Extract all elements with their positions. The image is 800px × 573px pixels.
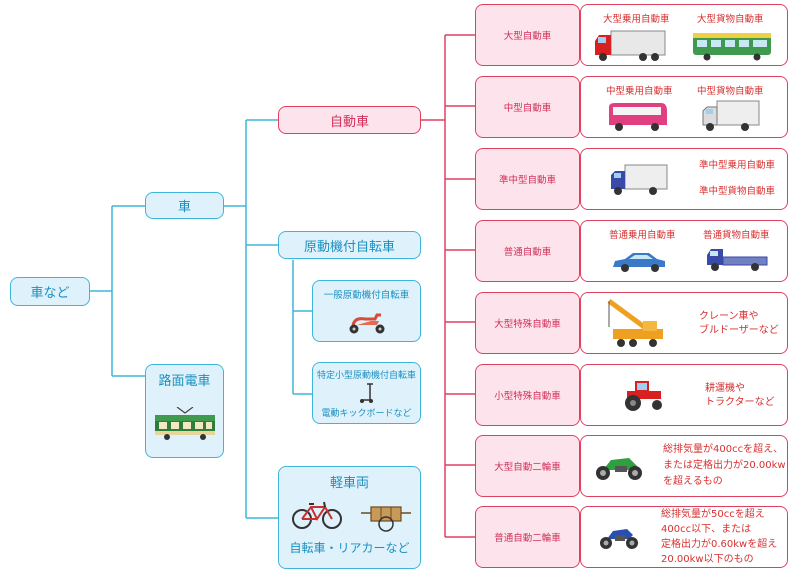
light-vehicle-caption: 自転車・リアカーなど: [289, 541, 410, 555]
detail-standard-vehicle: 普通乗用自動車 普通貨物自動車: [580, 220, 788, 282]
bicycle-icon: [292, 501, 342, 529]
moped-label: 原動機付自転車: [303, 239, 395, 255]
detail-large-motorcycle: 総排気量が400ccを超え、 または定格出力が20.00kw を超えるもの: [580, 435, 788, 497]
detail-text: ブルドーザーなど: [699, 325, 779, 336]
moped-specific-caption: 電動キックボードなど: [321, 409, 412, 419]
box-truck-icon: [611, 164, 668, 195]
tram-label: 路面電車: [158, 374, 211, 389]
sedan-icon: [613, 253, 665, 272]
category-large-special-vehicle: 大型特殊自動車: [475, 292, 580, 354]
detail-text: トラクターなど: [705, 397, 775, 408]
category-label: 大型自動二輪車: [494, 462, 561, 473]
detail-text: 大型貨物自動車: [697, 14, 764, 25]
detail-text: または定格出力が20.00kw: [663, 460, 786, 471]
category-label: 普通自動車: [503, 247, 552, 258]
category-label: 大型特殊自動車: [494, 319, 561, 330]
automobile-label: 自動車: [329, 114, 369, 130]
detail-medium-vehicle: 中型乗用自動車 中型貨物自動車: [580, 76, 788, 138]
detail-text: 耕運機や: [705, 383, 745, 394]
detail-semi-medium-vehicle: 準中型乗用自動車 準中型貨物自動車: [580, 148, 788, 210]
motorcycle-icon: [600, 529, 638, 549]
category-label: 普通自動二輪車: [494, 533, 561, 544]
detail-large-vehicle: 大型乗用自動車 大型貨物自動車: [580, 4, 788, 66]
tractor-icon: [625, 381, 662, 411]
category-label: 準中型自動車: [498, 175, 556, 186]
detail-text: 総排気量が400ccを超え、: [663, 444, 784, 455]
tram-node: 路面電車: [145, 364, 224, 458]
category-label: 中型自動車: [503, 103, 552, 114]
category-small-special-vehicle: 小型特殊自動車: [475, 364, 580, 426]
detail-text: 普通貨物自動車: [703, 230, 770, 241]
moped-specific-label: 特定小型原動機付自転車: [316, 371, 416, 381]
category-standard-motorcycle: 普通自動二輪車: [475, 506, 580, 568]
detail-text: 準中型貨物自動車: [699, 186, 776, 197]
car-node: 車: [145, 192, 224, 219]
category-label: 小型特殊自動車: [494, 391, 561, 402]
tram-icon: [155, 407, 215, 440]
crane-truck-icon: [607, 298, 663, 347]
scooter-icon: [349, 313, 385, 334]
rear-cart-icon: [361, 506, 411, 532]
detail-standard-motorcycle: 総排気量が50ccを超え 400cc以下、または 定格出力が0.60kwを超え …: [580, 506, 788, 568]
detail-text: 中型乗用自動車: [606, 86, 673, 97]
moped-node: 原動機付自転車: [278, 231, 421, 259]
detail-text: 中型貨物自動車: [697, 86, 764, 97]
kick-scooter-icon: [360, 383, 373, 403]
detail-text: 大型乗用自動車: [603, 14, 670, 25]
flatbed-truck-icon: [707, 249, 768, 271]
root-node: 車など: [10, 277, 90, 306]
detail-text: 総排気量が50ccを超え: [661, 509, 765, 520]
category-large-vehicle: 大型自動車: [475, 4, 580, 66]
category-label: 大型自動車: [503, 31, 552, 42]
moped-general-label: 一般原動機付自転車: [323, 290, 410, 301]
detail-small-special-vehicle: 耕運機や トラクターなど: [580, 364, 788, 426]
category-semi-medium-vehicle: 準中型自動車: [475, 148, 580, 210]
root-label: 車など: [30, 286, 70, 301]
detail-text: 普通乗用自動車: [609, 230, 676, 241]
light-vehicle-label: 軽車両: [329, 476, 369, 491]
detail-text: 400cc以下、または: [661, 524, 752, 535]
detail-text: 定格出力が0.60kwを超え: [661, 539, 778, 550]
motorcycle-icon: [596, 458, 642, 480]
minibus-icon: [609, 103, 667, 131]
delivery-truck-icon: [702, 100, 760, 131]
light-vehicle-node: 軽車両 自転車・リアカーなど: [278, 466, 421, 569]
moped-specific-node: 特定小型原動機付自転車 電動キックボードなど: [312, 362, 421, 424]
automobile-node: 自動車: [278, 106, 421, 134]
detail-text: を超えるもの: [663, 476, 723, 487]
detail-text: 準中型乗用自動車: [699, 160, 776, 171]
detail-text: クレーン車や: [699, 311, 759, 322]
category-large-motorcycle: 大型自動二輪車: [475, 435, 580, 497]
detail-text: 20.00kw以下のもの: [661, 554, 754, 565]
truck-icon: [595, 30, 666, 61]
bus-icon: [693, 33, 771, 61]
moped-general-node: 一般原動機付自転車: [312, 280, 421, 342]
detail-large-special-vehicle: クレーン車や ブルドーザーなど: [580, 292, 788, 354]
category-medium-vehicle: 中型自動車: [475, 76, 580, 138]
car-label: 車: [177, 200, 191, 215]
category-standard-vehicle: 普通自動車: [475, 220, 580, 282]
